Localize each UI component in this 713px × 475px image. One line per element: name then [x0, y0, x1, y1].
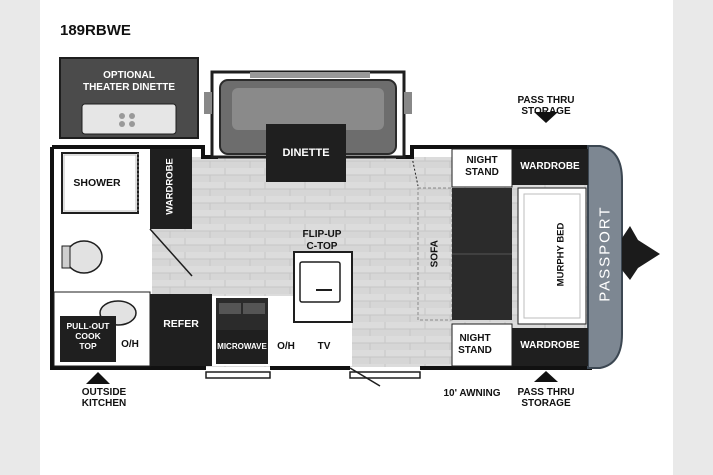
front-wardrobe-top: [512, 149, 588, 185]
label-optional-dinette: OPTIONAL THEATER DINETTE: [82, 70, 176, 93]
label-night-stand-bottom: NIGHT STAND: [458, 333, 492, 356]
label-pull-out-cooktop: PULL-OUT COOK TOP: [66, 321, 110, 351]
label-pass-thru-top: PASS THRU STORAGE: [517, 95, 575, 117]
label-awning: 10' AWNING: [443, 388, 501, 399]
label-rear-wardrobe: WARDROBE: [164, 158, 176, 215]
brand-logo: PASSPORT: [596, 205, 614, 302]
toilet: [65, 240, 103, 274]
dinette-table: [266, 124, 346, 182]
label-night-stand-top: NIGHT STAND: [465, 155, 499, 178]
model-number: 189RBWE: [60, 22, 131, 39]
entry-step-rear: [205, 371, 271, 379]
night-stand-top: [451, 148, 513, 188]
hitch-jack: [622, 226, 660, 280]
label-wardrobe-bottom: WARDROBE: [520, 340, 580, 351]
outside-kitchen-arrow: [86, 372, 110, 384]
label-oh-kitchen: O/H: [277, 341, 295, 352]
pass-thru-arrow-top: [534, 112, 558, 123]
rear-wardrobe: [150, 149, 192, 229]
shower: [61, 152, 139, 214]
microwave: [216, 330, 268, 364]
label-flip-up: FLIP-UP C-TOP: [302, 229, 342, 252]
label-shower: SHOWER: [73, 177, 121, 189]
entry-step-front: [349, 371, 421, 379]
label-sofa: SOFA: [429, 240, 441, 268]
label-microwave: MICROWAVE: [217, 342, 267, 351]
label-tv: TV: [317, 341, 331, 352]
label-dinette: DINETTE: [282, 147, 330, 159]
label-refer: REFER: [163, 318, 199, 330]
label-oh-bath: O/H: [121, 339, 139, 350]
label-pass-thru-bottom: PASS THRU STORAGE: [517, 387, 575, 409]
label-wardrobe-top: WARDROBE: [520, 161, 580, 172]
front-wardrobe-bottom: [512, 328, 588, 366]
outer-walls: [50, 145, 592, 370]
label-outside-kitchen: OUTSIDE KITCHEN: [81, 387, 127, 409]
pass-thru-arrow-bottom: [534, 371, 558, 382]
label-murphy-bed: MURPHY BED: [555, 222, 567, 287]
pull-out-cooktop: [60, 316, 116, 362]
front-cap: [587, 145, 623, 369]
refrigerator: [150, 294, 212, 366]
